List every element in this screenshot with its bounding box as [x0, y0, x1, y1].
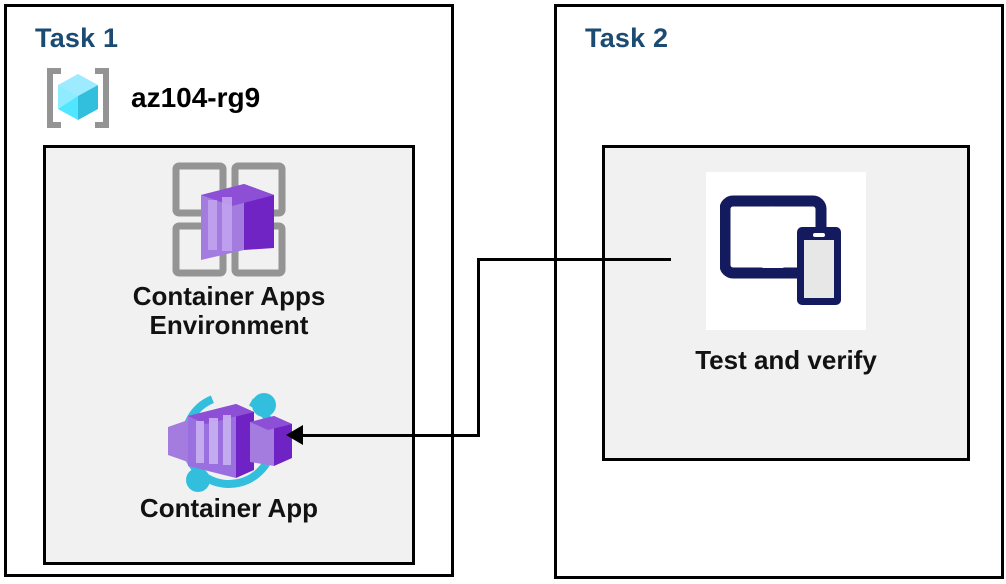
connector-segment-vertical: [477, 258, 480, 437]
container-apps-environment-tile: Container Apps Environment: [46, 160, 412, 340]
task2-panel: Task 2: [554, 4, 1004, 579]
resource-group-icon: [39, 65, 117, 131]
test-and-verify-label: Test and verify: [695, 345, 877, 375]
container-apps-environment-label: Container Apps Environment: [132, 281, 326, 341]
container-app-icon: [46, 386, 412, 494]
resource-group-name: az104-rg9: [131, 82, 261, 113]
connector-segment-top: [477, 258, 671, 261]
test-and-verify-icon-plate: [706, 172, 866, 330]
devices-test-verify-icon: [720, 189, 852, 313]
task2-title: Task 2: [585, 23, 669, 53]
connector-segment-bottom: [300, 434, 480, 437]
resource-group-row: az104-rg9: [39, 65, 260, 131]
container-apps-environment-icon: [46, 160, 412, 282]
connector-arrowhead-icon: [286, 425, 303, 445]
test-and-verify-tile: Test and verify: [605, 172, 967, 375]
container-app-tile: Container App: [46, 386, 412, 523]
task2-inner-box: Test and verify: [602, 145, 970, 461]
task1-panel: Task 1 a: [4, 4, 454, 577]
container-app-label: Container App: [139, 493, 319, 523]
task1-title: Task 1: [35, 23, 119, 53]
task1-inner-box: Container Apps Environment: [43, 145, 415, 565]
